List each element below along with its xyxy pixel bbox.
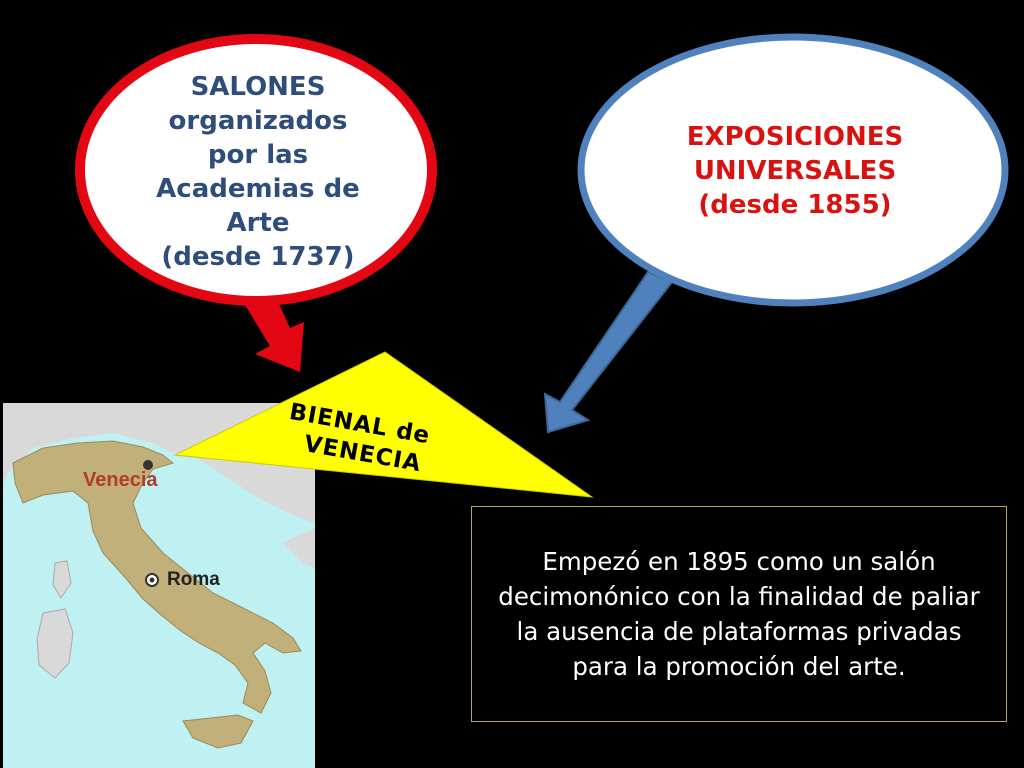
salones-line-5: Arte	[226, 208, 290, 238]
salones-line-2: organizados	[168, 106, 348, 136]
bienal-triangle	[173, 351, 594, 498]
exposiciones-text: EXPOSICIONES UNIVERSALES (desde 1855)	[640, 120, 950, 222]
salones-bubble	[75, 34, 437, 306]
salones-line-4: Academias de	[156, 174, 360, 204]
salones-line-3: por las	[207, 140, 309, 170]
map-label-venecia: Venecia	[83, 469, 158, 491]
neighbor-land-east	[283, 528, 315, 568]
corsica-island	[52, 560, 72, 599]
exposiciones-line-2: UNIVERSALES	[693, 156, 897, 186]
salones-text: SALONES organizados por las Academias de…	[118, 70, 398, 274]
exposiciones-bubble	[577, 33, 1009, 307]
sicily-island	[182, 714, 254, 749]
salones-line-1: SALONES	[190, 72, 326, 102]
salones-line-6: (desde 1737)	[161, 242, 355, 272]
roma-marker-dot	[149, 577, 155, 583]
exposiciones-line-3: (desde 1855)	[698, 190, 892, 220]
sardinia-island	[36, 608, 74, 679]
exposiciones-line-1: EXPOSICIONES	[686, 122, 904, 152]
venecia-marker-icon	[143, 460, 153, 470]
map-label-roma: Roma	[167, 569, 220, 590]
info-box: Empezó en 1895 como un salón decimonónic…	[471, 506, 1007, 722]
exposiciones-arrow	[543, 270, 674, 434]
info-text: Empezó en 1895 como un salón decimonónic…	[498, 547, 980, 681]
